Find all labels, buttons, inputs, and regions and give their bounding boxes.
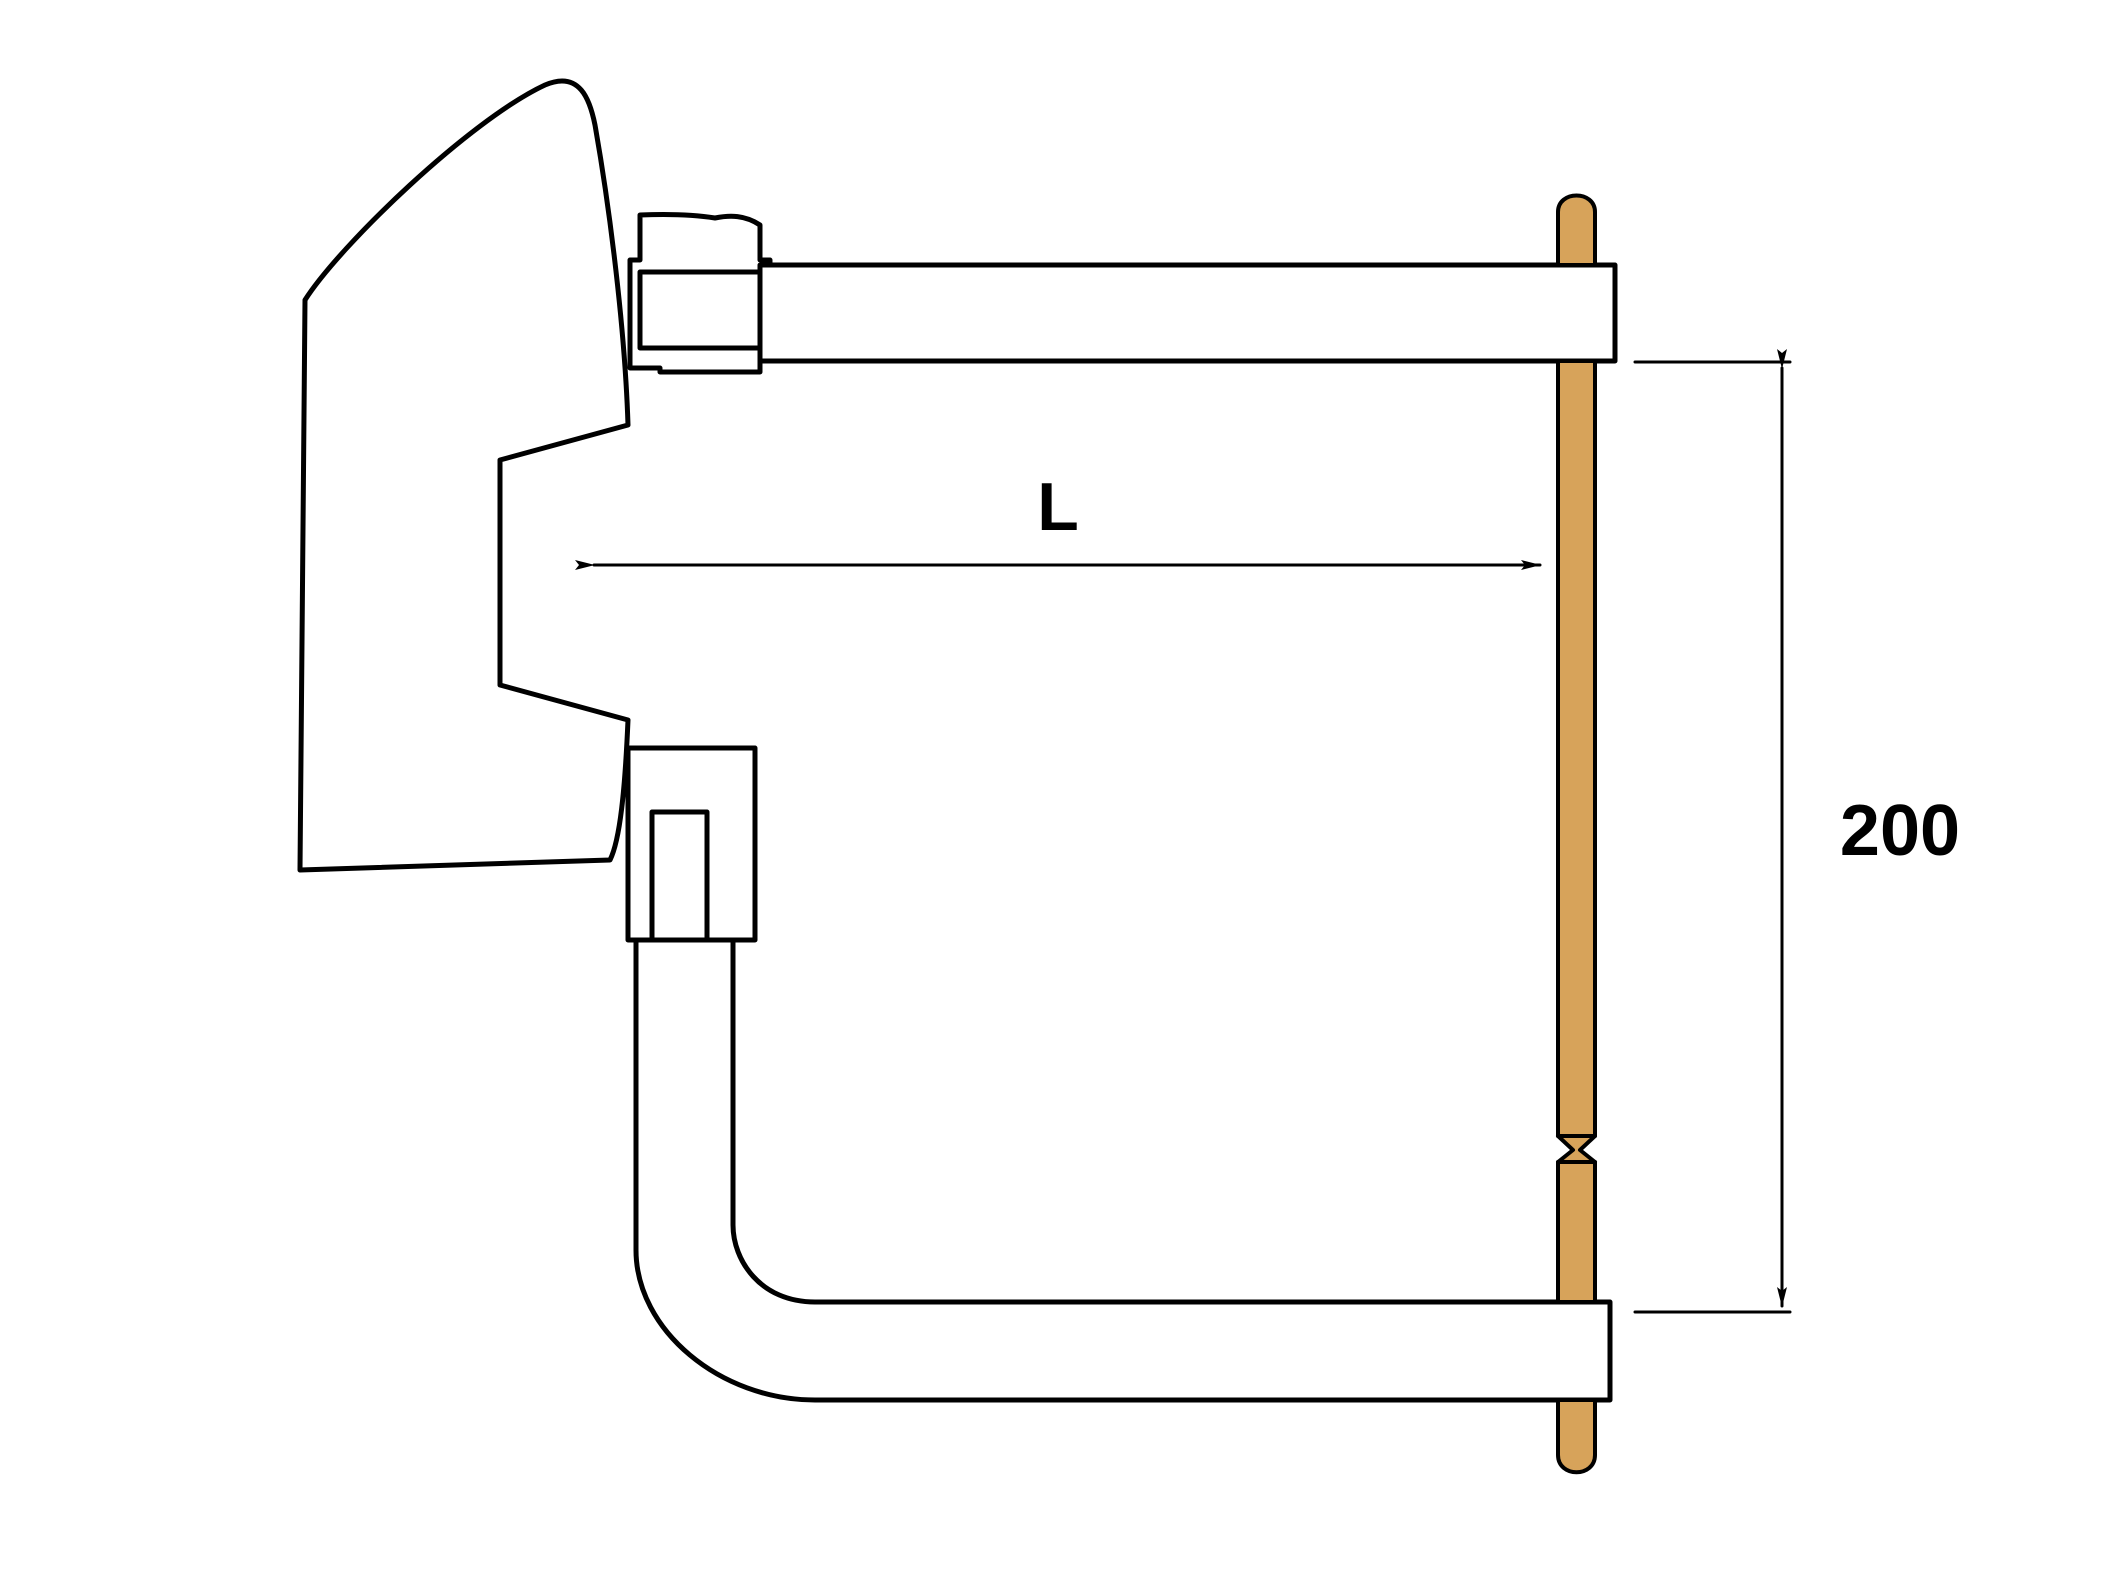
lower-arm xyxy=(633,937,1613,1403)
housing-body xyxy=(297,78,631,873)
weld-point xyxy=(1556,1134,1597,1164)
lower-electrode xyxy=(1556,1160,1597,1304)
upper-arm-bar xyxy=(757,262,1618,364)
lower-arm-tube xyxy=(633,937,1613,1403)
lower-clamp xyxy=(649,809,710,943)
dimension-height: 200 xyxy=(1633,349,1960,1314)
upper-electrode-cap xyxy=(1556,193,1597,267)
lower-electrode-cap xyxy=(1556,1398,1597,1475)
height-label: 200 xyxy=(1840,791,1960,871)
electrodes xyxy=(1556,193,1597,1475)
upper-arm xyxy=(757,262,1618,364)
upper-electrode xyxy=(1556,359,1597,1138)
dimension-length: L xyxy=(575,469,1542,570)
length-label: L xyxy=(1037,469,1079,545)
gun-housing xyxy=(297,78,773,943)
upper-clamp xyxy=(637,269,763,351)
